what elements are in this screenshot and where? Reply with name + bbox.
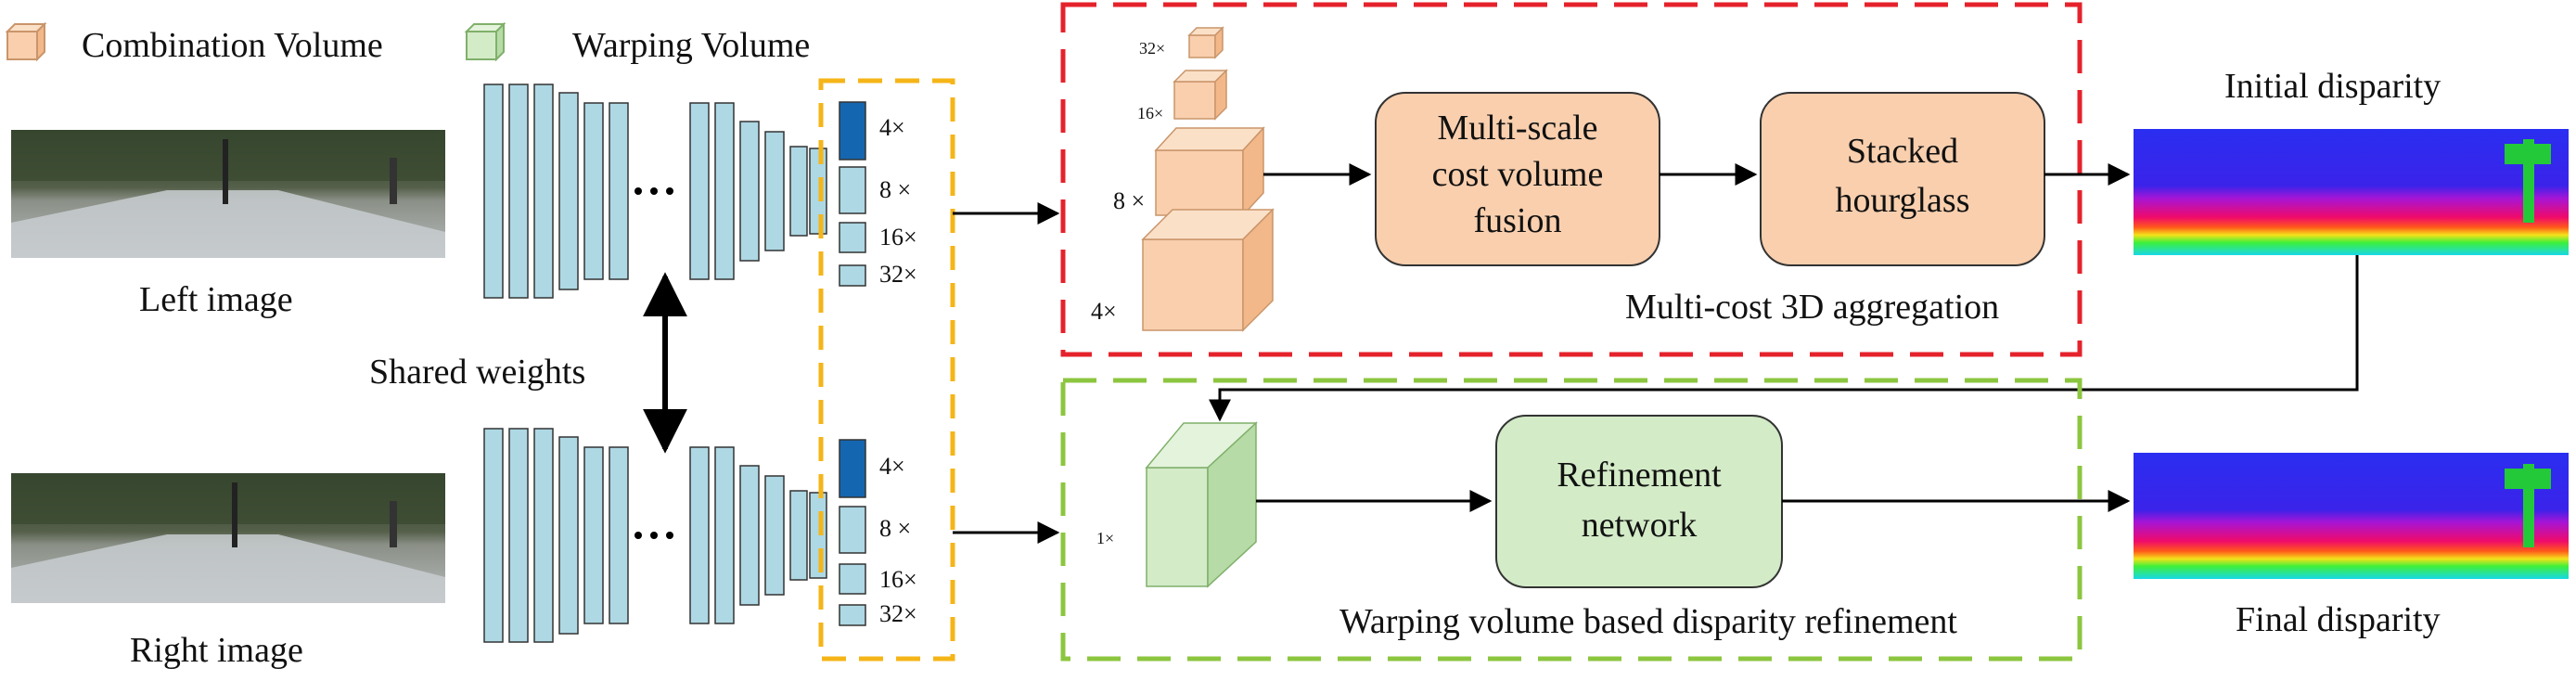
ellipsis-dot	[666, 187, 673, 195]
encoder-layer	[609, 102, 629, 280]
cost-volume-16x	[1173, 69, 1228, 121]
encoder-layer	[583, 446, 604, 624]
left-image	[11, 130, 445, 258]
refinement-section-label: Warping volume based disparity refinemen…	[1339, 602, 1957, 641]
hourglass-line-2: hourglass	[1836, 181, 1970, 220]
feature-map-4x	[839, 101, 866, 161]
cost-scale-16x: 16×	[1137, 104, 1163, 122]
arrow-feedback	[1209, 255, 2359, 422]
encoder-layer	[508, 84, 529, 299]
cost-volume-8x	[1154, 126, 1265, 217]
warp-scale-1x: 1×	[1096, 529, 1114, 547]
encoder-layer	[558, 92, 579, 290]
encoder-layer	[809, 492, 827, 579]
encoder-layer	[583, 102, 604, 280]
right-image	[11, 473, 445, 603]
feature-map-16x	[839, 563, 866, 595]
encoder-layer	[609, 446, 629, 624]
encoder-layer	[689, 446, 710, 624]
feature-map-16x	[839, 222, 866, 253]
encoder-layer	[533, 428, 554, 643]
feature-map-32x	[839, 604, 866, 626]
hourglass-box: Stacked hourglass	[1760, 92, 2045, 266]
left-image-label: Left image	[139, 280, 293, 319]
refinement-network-box: Refinement network	[1495, 415, 1783, 588]
shared-weights-label: Shared weights	[369, 353, 585, 392]
refinement-line-1: Refinement	[1557, 456, 1722, 495]
final-disparity-map	[2134, 453, 2569, 579]
feature-pyramid-box	[818, 78, 955, 662]
cost-scale-8x: 8 ×	[1113, 187, 1145, 214]
initial-disparity-map	[2134, 129, 2569, 255]
feature-pyramid-top: 4× 8 × 16× 32×	[839, 101, 917, 288]
encoder-layer	[739, 465, 760, 606]
fusion-line-2: cost volume	[1432, 155, 1604, 194]
initial-disparity-label: Initial disparity	[2224, 67, 2441, 106]
encoder-layer	[558, 436, 579, 635]
encoder-layer	[789, 146, 808, 237]
scale-label-4x: 4×	[879, 453, 905, 480]
final-disparity-label: Final disparity	[2236, 600, 2441, 639]
combination-volume-label: Combination Volume	[82, 26, 383, 65]
fusion-line-1: Multi-scale	[1437, 109, 1597, 148]
scale-label-16x: 16×	[879, 566, 917, 593]
ellipsis-dot	[650, 532, 658, 539]
feature-map-32x	[839, 264, 866, 287]
scale-label-8x: 8 ×	[879, 515, 911, 542]
warping-volume-label: Warping Volume	[572, 26, 810, 65]
encoder-layer	[764, 475, 785, 596]
cost-scale-4x: 4×	[1091, 298, 1117, 325]
encoder-layer	[739, 121, 760, 262]
feature-pyramid-bottom: 4× 8 × 16× 32×	[839, 439, 917, 627]
ellipsis-dot	[666, 532, 673, 539]
hourglass-line-1: Stacked	[1847, 132, 1958, 171]
aggregation-box	[1060, 2, 2083, 357]
scale-label-16x: 16×	[879, 224, 917, 251]
scale-label-32x: 32×	[879, 600, 917, 627]
encoder-layer	[533, 84, 554, 299]
ellipsis-dot	[634, 187, 642, 195]
scale-label-4x: 4×	[879, 114, 905, 141]
ellipsis-dot	[634, 532, 642, 539]
warping-volume-legend-icon	[464, 21, 506, 62]
encoder-layer	[483, 84, 504, 299]
ellipsis-dot	[650, 187, 658, 195]
right-image-label: Right image	[130, 631, 303, 670]
aggregation-section-label: Multi-cost 3D aggregation	[1625, 288, 1999, 327]
cost-scale-32x: 32×	[1139, 39, 1165, 58]
encoder-layer	[483, 428, 504, 643]
encoder-layer	[689, 102, 710, 280]
encoder-layer	[789, 490, 808, 581]
encoder-layer	[764, 131, 785, 251]
encoder-layer	[809, 148, 827, 235]
feature-encoder-bottom	[483, 428, 827, 643]
scale-label-8x: 8 ×	[879, 176, 911, 203]
encoder-layer	[714, 102, 735, 280]
scale-label-32x: 32×	[879, 261, 917, 288]
cost-volume-4x	[1141, 208, 1275, 332]
encoder-layer	[508, 428, 529, 643]
feature-map-8x	[839, 166, 866, 214]
legend: Combination Volume Warping Volume	[5, 21, 810, 65]
fusion-line-3: fusion	[1474, 201, 1562, 240]
feature-map-8x	[839, 506, 866, 554]
warping-volume-1x	[1145, 421, 1258, 588]
cost-volume-32x	[1187, 26, 1224, 59]
fusion-box: Multi-scale cost volume fusion	[1375, 92, 1660, 266]
encoder-layer	[714, 446, 735, 624]
feature-encoder-top	[483, 84, 827, 299]
combination-volume-legend-icon	[5, 21, 47, 62]
refinement-line-2: network	[1582, 506, 1698, 545]
refinement-section-box	[1060, 378, 2083, 662]
feature-map-4x	[839, 439, 866, 498]
